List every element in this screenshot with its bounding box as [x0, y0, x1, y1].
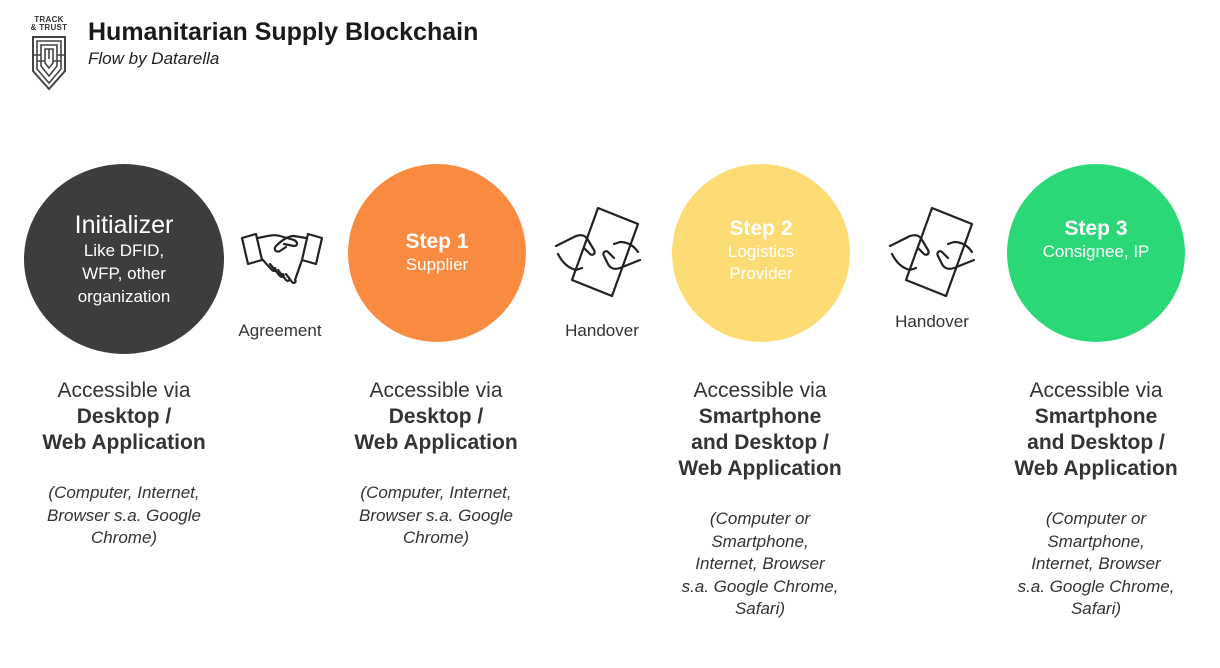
connector-label-handover: Handover [895, 312, 969, 331]
access-label: Accessible via [1029, 379, 1163, 402]
maze-shield-icon [32, 36, 66, 91]
access-details: (Computer, Internet, Browser s.a. Google… [358, 483, 513, 547]
handshake-icon [240, 232, 324, 284]
access-label: Accessible via [693, 379, 827, 402]
access-label: Accessible via [57, 379, 191, 402]
node-title: Step 3 [1064, 217, 1128, 240]
node-title: Step 2 [729, 217, 793, 240]
logo-text-line1: TRACK [34, 15, 64, 24]
initializer-access-info: Accessible via Desktop / Web Application… [14, 378, 234, 550]
access-label: Accessible via [369, 379, 503, 402]
step2-access-info: Accessible via Smartphone and Desktop / … [650, 378, 870, 621]
access-platform: Desktop / Web Application [42, 405, 206, 454]
access-details: (Computer, Internet, Browser s.a. Google… [46, 483, 201, 547]
document-handover-icon [554, 206, 642, 298]
step1-access-info: Accessible via Desktop / Web Application… [326, 378, 546, 550]
page-subtitle: Flow by Datarella [88, 49, 220, 68]
step3-node: Step 3 Consignee, IP [1007, 164, 1185, 342]
node-subtitle: Supplier [405, 255, 469, 274]
node-subtitle: Consignee, IP [1042, 242, 1150, 261]
node-subtitle: Like DFID, WFP, other organization [77, 240, 171, 306]
access-platform: Desktop / Web Application [354, 405, 518, 454]
page-title: Humanitarian Supply Blockchain [88, 18, 479, 46]
initializer-node: Initializer Like DFID, WFP, other organi… [24, 164, 224, 354]
access-platform: Smartphone and Desktop / Web Application [1014, 405, 1178, 480]
track-and-trust-logo: TRACK & TRUST [26, 16, 72, 96]
access-details: (Computer or Smartphone, Internet, Brows… [1017, 509, 1175, 618]
node-title: Step 1 [405, 230, 469, 253]
access-details: (Computer or Smartphone, Internet, Brows… [681, 509, 839, 618]
step2-node: Step 2 Logistics Provider [672, 164, 850, 342]
connector-label-handover: Handover [565, 321, 639, 340]
node-subtitle: Logistics Provider [727, 242, 795, 283]
logo-text-line2: & TRUST [30, 23, 68, 32]
access-platform: Smartphone and Desktop / Web Application [678, 405, 842, 480]
connector-label-agreement: Agreement [238, 321, 322, 340]
step1-node: Step 1 Supplier [348, 164, 526, 342]
document-handover-icon [888, 206, 976, 298]
step3-access-info: Accessible via Smartphone and Desktop / … [986, 378, 1206, 621]
node-title: Initializer [74, 210, 174, 239]
